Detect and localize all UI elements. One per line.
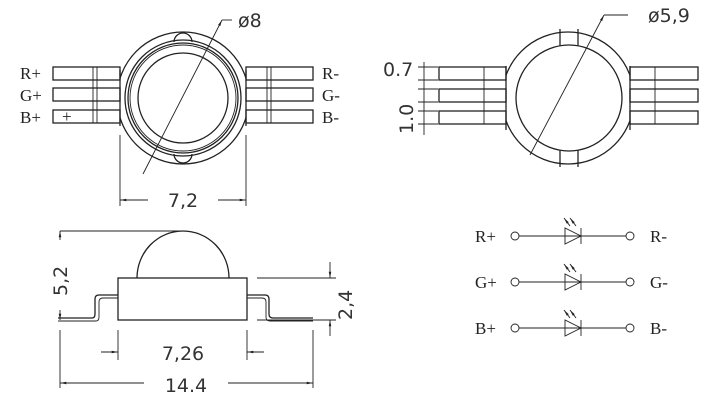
diode-icon (564, 319, 583, 337)
top-view: ø8 R+ G+ B+ + R- G- B- 7,2 (20, 10, 340, 212)
thermal-pad (515, 44, 623, 152)
diode-icon (564, 273, 583, 291)
top-notch (173, 32, 193, 43)
cathode-label: B- (650, 319, 667, 338)
pin-label: G- (322, 86, 340, 105)
pads (438, 66, 699, 125)
body-outline (120, 31, 246, 165)
bottom-notch (173, 153, 193, 164)
diameter-8-label: ø8 (238, 10, 262, 32)
diode-row-blue: B+ B- (475, 309, 667, 338)
pin-pitch-label: 1.0 (396, 104, 418, 134)
bottom-view: ø5,9 0.7 1.0 (383, 5, 699, 167)
body-width-label: 7,26 (162, 343, 204, 365)
diode-row-green: G+ G- (475, 263, 668, 292)
lens (137, 52, 229, 144)
anode-label: R+ (475, 227, 496, 246)
anode-label: G+ (475, 273, 497, 292)
diode-row-red: R+ R- (475, 217, 667, 246)
polarity-mark: + (62, 107, 72, 126)
pin-label: G+ (20, 86, 42, 105)
body-height-label: 2,4 (335, 290, 357, 320)
anode-label: B+ (475, 319, 496, 338)
dome (136, 230, 230, 279)
height-5-2-label: 5,2 (50, 266, 72, 296)
pin-label: R+ (20, 64, 41, 83)
side-view: 5,2 2,4 7,26 14.4 (50, 230, 357, 397)
pin-width-label: 0.7 (383, 59, 413, 81)
body (117, 277, 248, 321)
diameter-5-9-label: ø5,9 (648, 5, 690, 27)
right-leads (245, 66, 314, 124)
schematic: R+ R- G+ G- B+ B- (475, 217, 668, 338)
pin-label: B- (322, 108, 339, 127)
total-width-label: 14.4 (165, 375, 207, 397)
pin-label: R- (322, 64, 339, 83)
pin-label: B+ (20, 108, 41, 127)
diode-icon (564, 227, 583, 245)
cathode-label: R- (650, 227, 667, 246)
width-7-2-label: 7,2 (168, 190, 198, 212)
cathode-label: G- (650, 273, 668, 292)
